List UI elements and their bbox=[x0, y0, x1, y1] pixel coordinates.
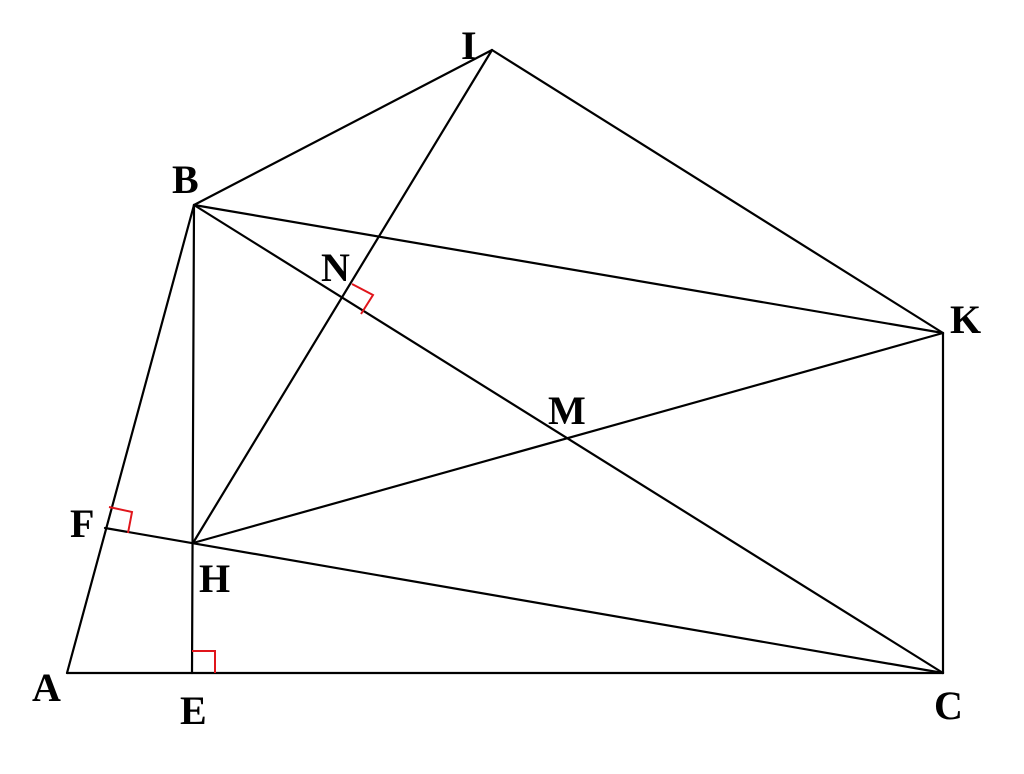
label-M: M bbox=[548, 388, 586, 433]
label-F: F bbox=[70, 501, 94, 546]
segment-IH bbox=[191, 48, 494, 545]
right-angle-mark-F bbox=[108, 506, 134, 534]
right-angle-mark-N bbox=[351, 283, 375, 315]
label-E: E bbox=[180, 688, 207, 733]
segment-BK bbox=[192, 203, 945, 335]
segment-FC bbox=[103, 526, 945, 675]
right-angle-mark-E bbox=[192, 650, 216, 673]
label-A: A bbox=[32, 665, 61, 710]
segment-BI bbox=[192, 48, 494, 207]
label-I: I bbox=[461, 23, 477, 68]
right-angle-marks bbox=[108, 283, 375, 673]
label-C: C bbox=[934, 683, 963, 728]
label-K: K bbox=[950, 297, 981, 342]
segments bbox=[65, 48, 945, 675]
segment-BE bbox=[190, 203, 196, 675]
segment-AB bbox=[65, 203, 196, 675]
segment-IK bbox=[490, 48, 945, 335]
label-B: B bbox=[172, 157, 199, 202]
point-labels: A B C E F H I K M N bbox=[32, 23, 981, 733]
label-H: H bbox=[199, 556, 230, 601]
label-N: N bbox=[321, 245, 350, 290]
segment-KH bbox=[191, 331, 945, 545]
